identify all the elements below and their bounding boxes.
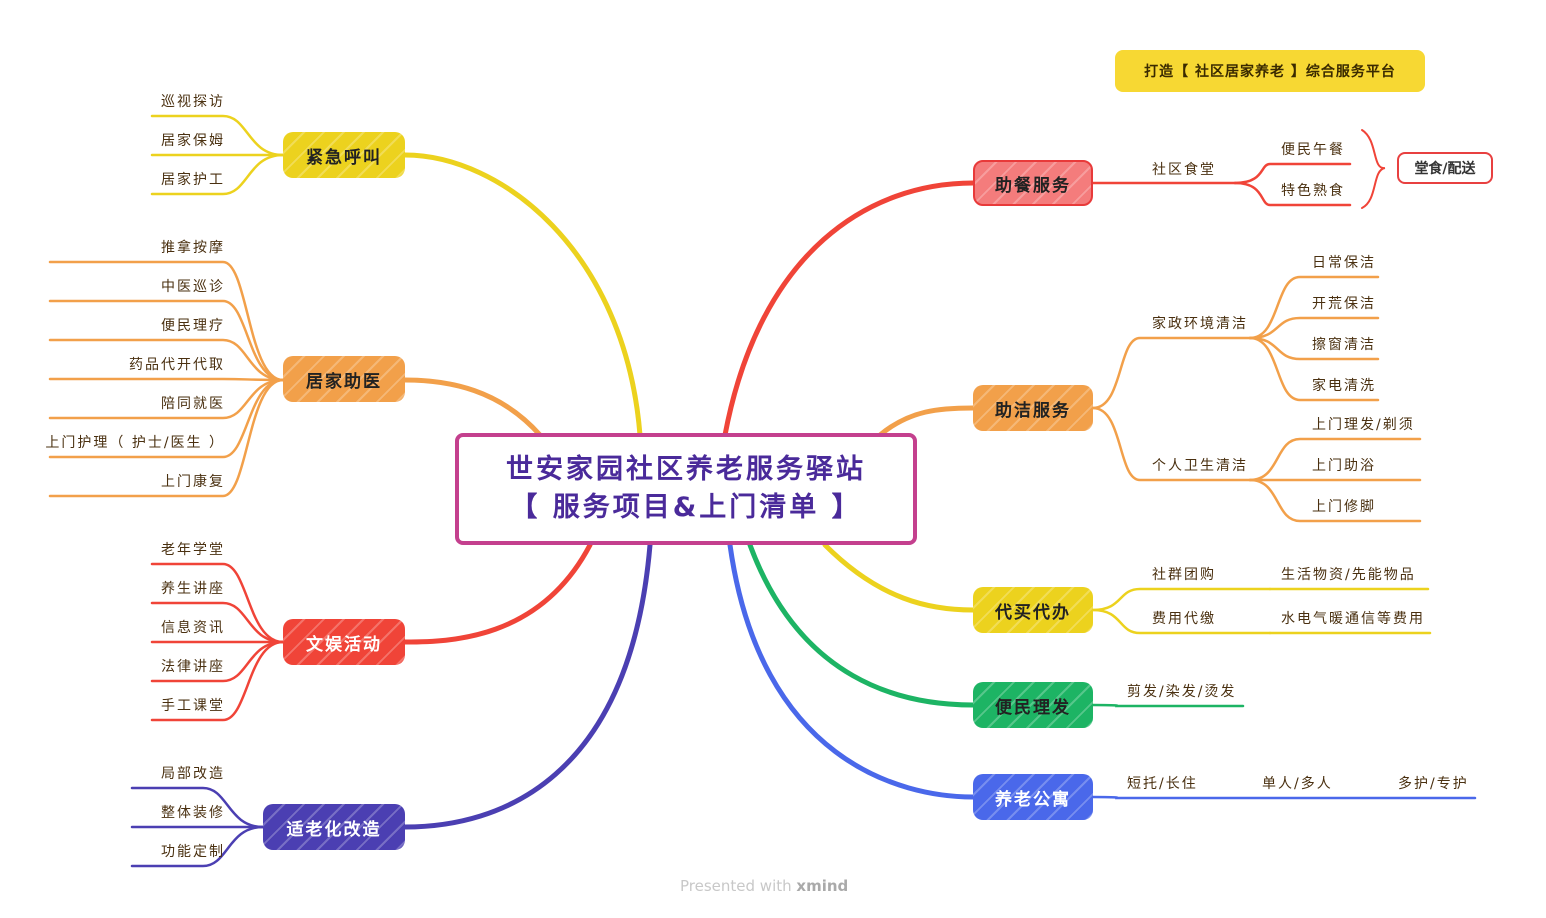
topic-cleaning-service[interactable]: 助洁服务 xyxy=(973,385,1093,431)
leaf-connector xyxy=(130,786,265,829)
leaf-item[interactable]: 短托/长住 xyxy=(1127,776,1198,792)
leaf-item[interactable]: 单人/多人 xyxy=(1262,776,1333,792)
leaf-item[interactable]: 开荒保洁 xyxy=(1312,296,1376,312)
leaf-item[interactable]: 法律讲座 xyxy=(161,659,225,675)
leaf-connector xyxy=(48,299,285,382)
leaf-connector xyxy=(48,338,285,382)
leaf-connector xyxy=(1091,406,1252,482)
leaf-connector xyxy=(1091,587,1272,612)
leaf-connector xyxy=(1248,316,1380,340)
leaf-item[interactable]: 养生讲座 xyxy=(161,581,225,597)
leaf-item[interactable]: 整体装修 xyxy=(161,805,225,821)
leaf-connector xyxy=(150,601,285,644)
subtopic-home-cleaning[interactable]: 家政环境清洁 xyxy=(1152,316,1248,332)
leaf-item[interactable]: 老年学堂 xyxy=(161,542,225,558)
leaf-connector xyxy=(130,825,265,868)
central-topic[interactable]: 世安家园社区养老服务驿站 【 服务项目&上门清单 】 xyxy=(455,433,917,545)
topic-home-medical[interactable]: 居家助医 xyxy=(283,356,405,402)
platform-badge[interactable]: 打造【 社区居家养老 】综合服务平台 xyxy=(1115,50,1425,92)
branch-cleaning xyxy=(877,405,976,438)
footer-brand: xmind xyxy=(796,877,849,895)
summary-dine-delivery[interactable]: 堂食/配送 xyxy=(1397,152,1493,184)
branch-renovation xyxy=(402,542,653,830)
subtopic-personal-hygiene[interactable]: 个人卫生清洁 xyxy=(1152,458,1248,474)
leaf-connector xyxy=(150,153,285,196)
topic-errand-service[interactable]: 代买代办 xyxy=(973,587,1093,633)
leaf-item[interactable]: 陪同就医 xyxy=(161,396,225,412)
leaf-item[interactable]: 特色熟食 xyxy=(1281,183,1345,199)
topic-emergency-call[interactable]: 紧急呼叫 xyxy=(283,132,405,178)
leaf-connector xyxy=(1248,336,1380,402)
leaf-connector xyxy=(150,640,285,722)
leaf-item[interactable]: 药品代开代取 xyxy=(129,357,225,373)
topic-aging-renovation[interactable]: 适老化改造 xyxy=(263,804,405,850)
topic-meal-service[interactable]: 助餐服务 xyxy=(973,160,1093,206)
summary-brace xyxy=(1361,129,1386,209)
leaf-item[interactable]: 家电清洗 xyxy=(1312,378,1376,394)
leaf-item[interactable]: 上门助浴 xyxy=(1312,458,1376,474)
leaf-connector xyxy=(150,114,285,157)
leaf-item[interactable]: 功能定制 xyxy=(161,844,225,860)
branch-apartment xyxy=(727,542,976,800)
leaf-item[interactable]: 多护/专护 xyxy=(1398,776,1469,792)
leaf-item[interactable]: 便民午餐 xyxy=(1281,142,1345,158)
subtopic-group-buy[interactable]: 社群团购 xyxy=(1152,567,1216,583)
branch-medical xyxy=(402,377,543,438)
leaf-item[interactable]: 便民理疗 xyxy=(161,318,225,334)
topic-senior-apartment[interactable]: 养老公寓 xyxy=(973,774,1093,820)
leaf-connector xyxy=(48,378,285,498)
leaf-item[interactable]: 推拿按摩 xyxy=(161,240,225,256)
branch-meal xyxy=(722,180,976,438)
central-title-line1: 世安家园社区养老服务驿站 xyxy=(506,454,866,485)
leaf-item[interactable]: 水电气暖通信等费用 xyxy=(1281,611,1425,627)
leaf-item[interactable]: 手工课堂 xyxy=(161,698,225,714)
leaf-connector xyxy=(48,260,285,382)
branch-recreation xyxy=(402,542,593,645)
central-title-line2: 【 服务项目&上门清单 】 xyxy=(510,492,862,523)
leaf-item[interactable]: 生活物资/先能物品 xyxy=(1281,567,1416,583)
branch-errand xyxy=(822,542,976,613)
leaf-item[interactable]: 信息资讯 xyxy=(161,620,225,636)
leaf-item[interactable]: 局部改造 xyxy=(161,766,225,782)
leaf-connector xyxy=(1091,703,1245,708)
leaf-item[interactable]: 巡视探访 xyxy=(161,94,225,110)
leaf-connector xyxy=(150,562,285,644)
footer-prefix: Presented with xyxy=(680,877,792,895)
branch-haircut xyxy=(747,542,976,708)
leaf-connector xyxy=(48,377,285,382)
leaf-connector xyxy=(1248,336,1380,361)
leaf-connector xyxy=(1248,437,1422,482)
leaf-item[interactable]: 剪发/染发/烫发 xyxy=(1127,684,1237,700)
leaf-item[interactable]: 上门康复 xyxy=(161,474,225,490)
leaf-item[interactable]: 居家保姆 xyxy=(161,133,225,149)
subtopic-bill-payment[interactable]: 费用代缴 xyxy=(1152,611,1216,627)
leaf-connector xyxy=(1233,162,1352,185)
footer-credit: Presented with xmind xyxy=(680,877,848,895)
leaf-connector xyxy=(1233,181,1352,207)
leaf-item[interactable]: 中医巡诊 xyxy=(161,279,225,295)
leaf-item[interactable]: 上门理发/剃须 xyxy=(1312,417,1415,433)
branch-emergency xyxy=(402,152,643,438)
subtopic-community-canteen[interactable]: 社区食堂 xyxy=(1152,162,1216,178)
leaf-connector xyxy=(1091,336,1252,410)
leaf-connector xyxy=(1248,275,1380,340)
leaf-connector xyxy=(1091,608,1272,635)
leaf-item[interactable]: 上门护理（ 护士/医生 ） xyxy=(45,435,225,451)
leaf-item[interactable]: 擦窗清洁 xyxy=(1312,337,1376,353)
topic-haircut[interactable]: 便民理发 xyxy=(973,682,1093,728)
topic-recreation[interactable]: 文娱活动 xyxy=(283,619,405,665)
leaf-connector xyxy=(1248,478,1422,523)
leaf-item[interactable]: 上门修脚 xyxy=(1312,499,1376,515)
leaf-connector xyxy=(1091,795,1477,800)
leaf-item[interactable]: 居家护工 xyxy=(161,172,225,188)
leaf-item[interactable]: 日常保洁 xyxy=(1312,255,1376,271)
